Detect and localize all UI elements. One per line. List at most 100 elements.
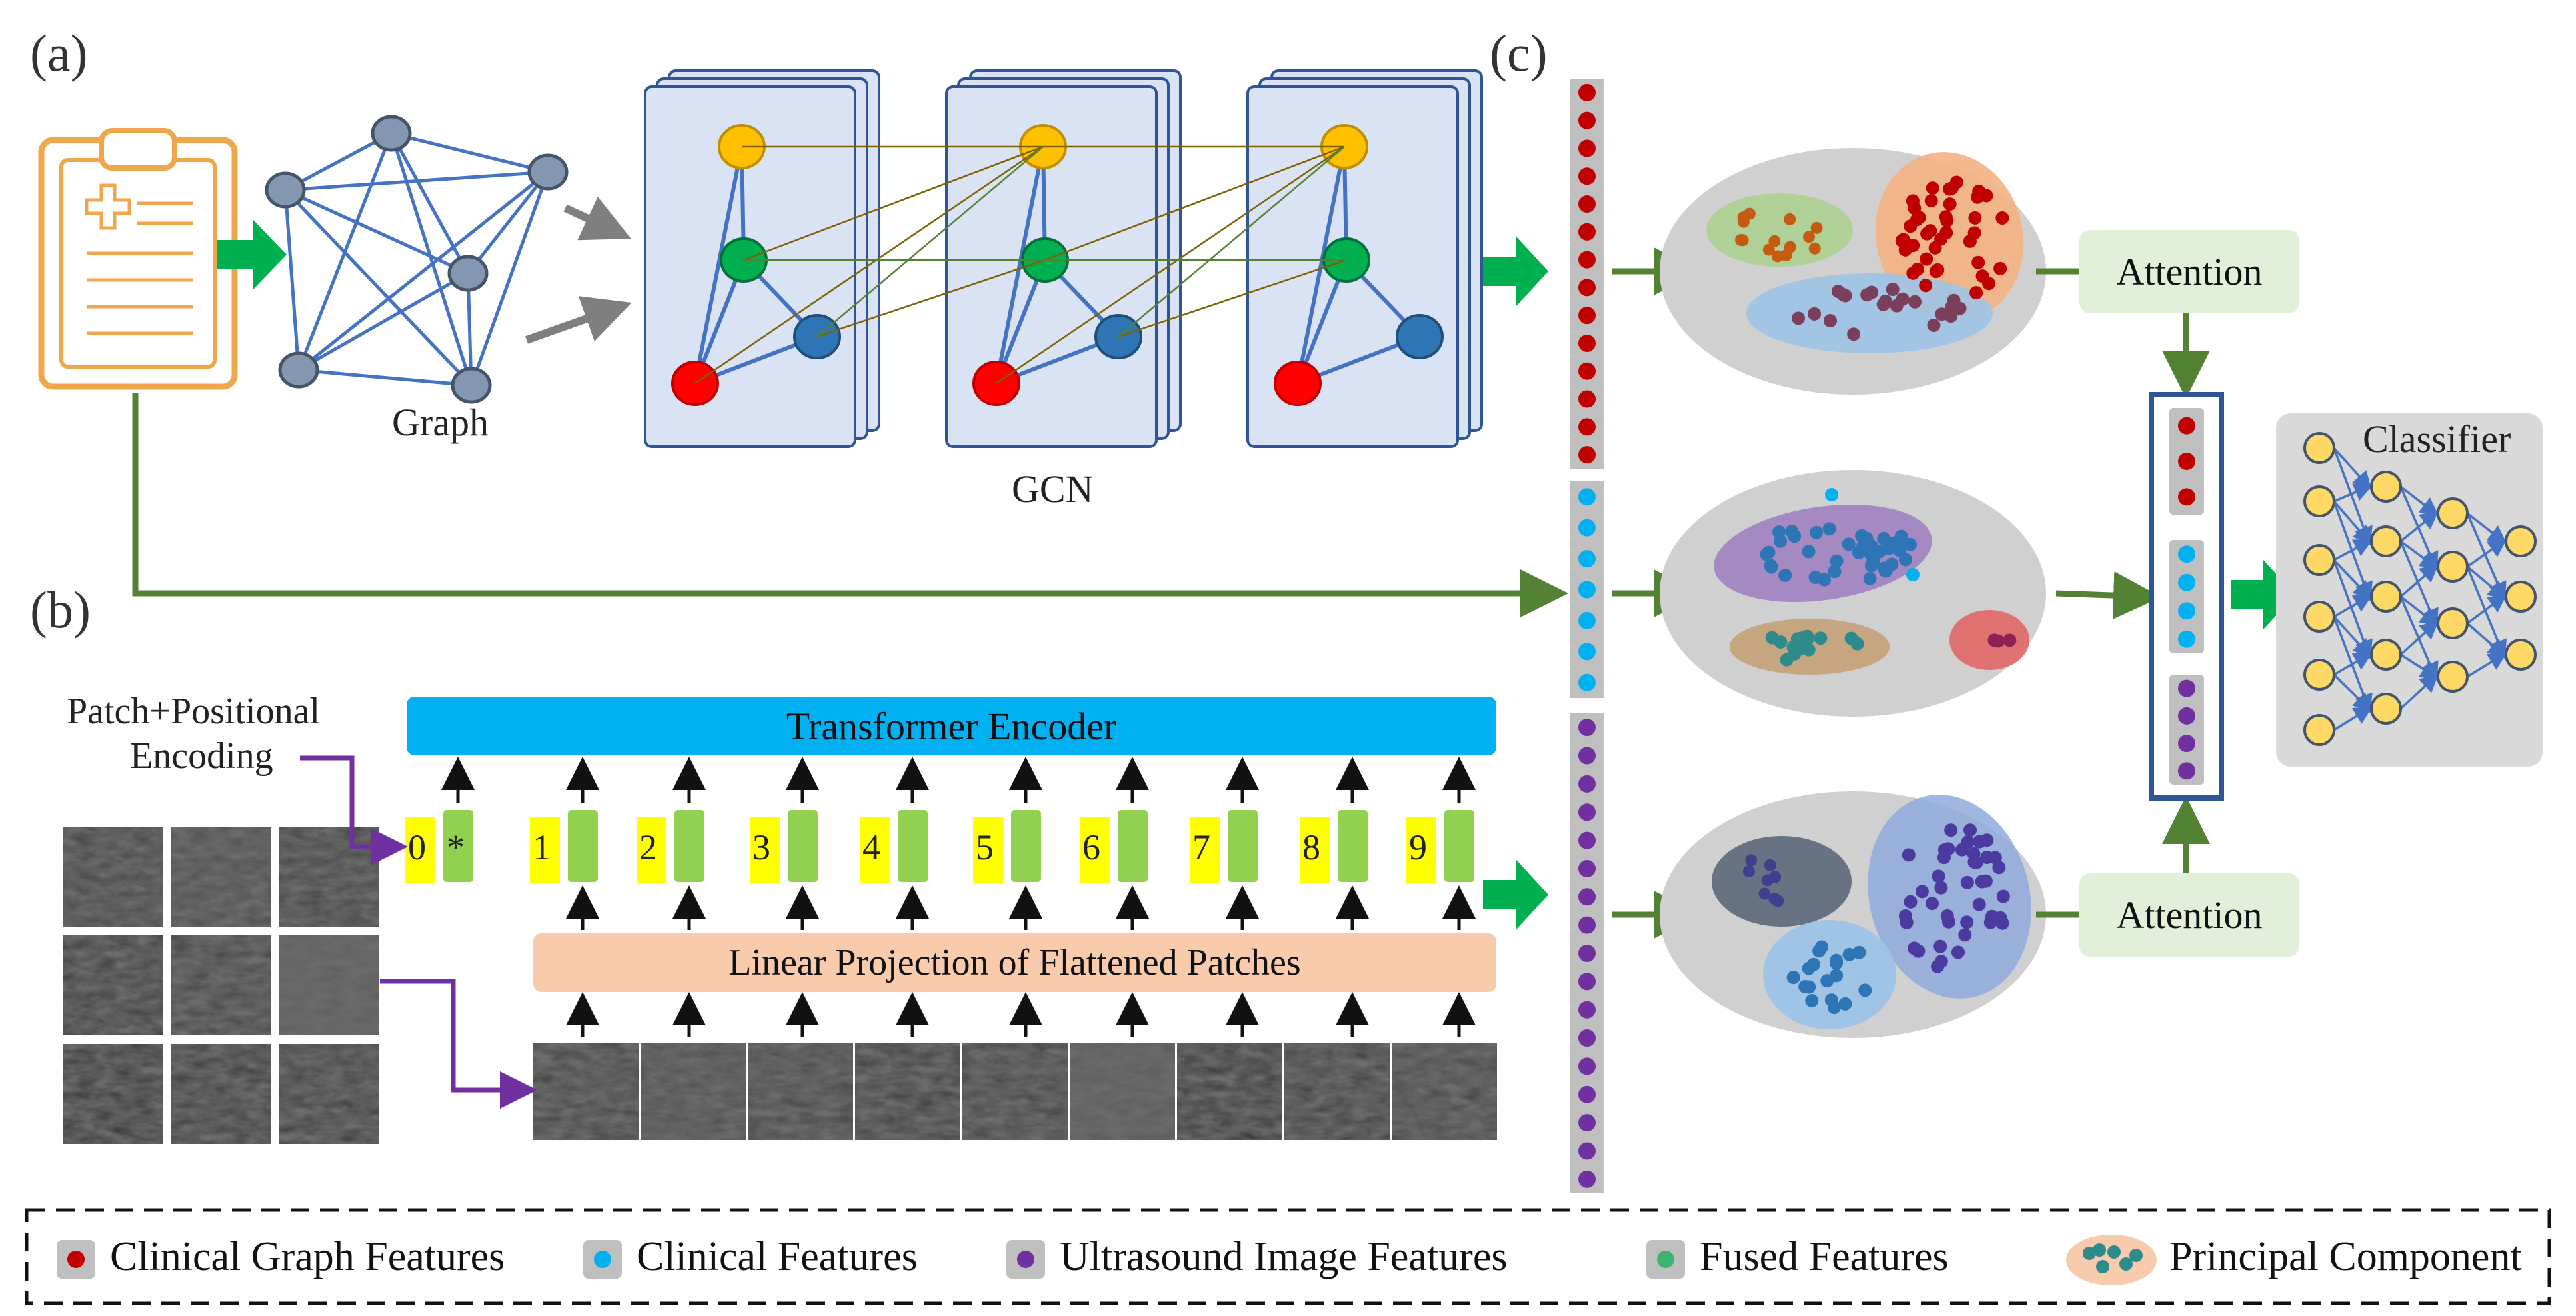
token-sequence	[405, 757, 1476, 1037]
cluster-point	[1824, 993, 1838, 1007]
clipboard-icon	[38, 128, 238, 390]
token-position	[1300, 817, 1330, 883]
cluster-point	[1876, 297, 1890, 311]
sequence-patch-texture	[855, 1043, 960, 1140]
ultrasound-feature-dot	[1578, 1170, 1596, 1188]
cluster-point	[1958, 928, 1972, 942]
token-position	[530, 817, 560, 883]
cluster-point	[1805, 993, 1819, 1007]
gcn-node	[1274, 361, 1322, 406]
classifier-neuron	[2303, 544, 2335, 576]
cluster-point	[1941, 842, 1955, 856]
graph-nodes	[265, 115, 569, 404]
graph	[283, 131, 550, 387]
cluster-point	[1906, 568, 1920, 581]
token-embedding	[568, 810, 598, 882]
legend-principal-dot	[2107, 1245, 2121, 1259]
patch-positional-label: Patch+Positional	[67, 691, 321, 732]
cluster-point	[1802, 643, 1816, 657]
fused-dot	[2178, 679, 2195, 697]
cluster-point	[1822, 522, 1836, 536]
token-position	[750, 817, 780, 883]
token-embedding	[1338, 810, 1368, 882]
classifier-edge	[2399, 510, 2439, 543]
classifier-neuron	[2303, 714, 2335, 746]
clinical-graph-feature-dot	[1578, 195, 1596, 213]
legend-principal-dot	[2129, 1249, 2143, 1262]
gcn-link	[816, 146, 1044, 337]
classifier-neuron	[2505, 639, 2537, 671]
cluster-point	[1947, 293, 1961, 307]
cluster-point	[1945, 181, 1959, 195]
legend-icons	[57, 1235, 2157, 1285]
cluster-point	[1769, 871, 1782, 883]
classifier-neuron	[2505, 525, 2537, 557]
cluster-point	[1855, 529, 1869, 543]
attention-label-bottom: Attention	[2116, 893, 2263, 937]
legend-principal-dot	[2093, 1243, 2106, 1257]
classifier-edge	[2333, 673, 2372, 712]
ultrasound-feature-dot	[1578, 803, 1596, 821]
sequence-patch-texture	[962, 1043, 1068, 1140]
clinical-graph-feature-dot	[1578, 279, 1596, 297]
fused-column	[2169, 408, 2204, 785]
cluster-point	[1842, 537, 1856, 551]
classifier-neuron	[2370, 525, 2402, 557]
cluster-point	[1842, 947, 1856, 961]
cluster-point	[1931, 959, 1945, 973]
token-position	[637, 817, 666, 883]
transformer-encoder-bar	[407, 697, 1496, 755]
cluster-point	[1919, 279, 1933, 293]
token-number: 4	[862, 827, 880, 867]
cluster-point	[1762, 545, 1776, 559]
ultrasound-feature-dot	[1578, 1001, 1596, 1019]
fused-segment	[2169, 540, 2204, 653]
fused-dot	[2178, 545, 2195, 563]
token-embedding	[443, 810, 473, 882]
green-block-arrow	[217, 220, 287, 289]
classifier-neuron	[2303, 432, 2335, 464]
classifier-edge	[2399, 485, 2439, 517]
cluster-point	[1983, 915, 1997, 929]
token-embedding	[1011, 810, 1041, 882]
legend-label-clinical: Clinical Features	[637, 1234, 918, 1279]
principal-component	[1714, 504, 1932, 603]
cluster-point	[1838, 997, 1852, 1011]
fused-dot	[2178, 453, 2195, 470]
classifier-edge	[2466, 512, 2507, 545]
clinical-feature-dot	[1578, 611, 1596, 629]
cluster-point	[1969, 286, 1983, 300]
cluster-point	[1823, 314, 1837, 328]
token-embedding	[1118, 810, 1148, 882]
cluster-point	[1858, 983, 1872, 997]
classifier-neuron	[2370, 639, 2402, 671]
ultrasound-feature-dot	[1578, 888, 1596, 906]
cluster-point	[1906, 194, 1920, 208]
classifier-neuron	[2303, 485, 2335, 517]
cluster-point	[1798, 980, 1812, 994]
classifier-label: Classifier	[2363, 417, 2511, 461]
token-embedding	[788, 810, 818, 882]
legend-dot	[594, 1251, 611, 1268]
cluster-point	[1802, 545, 1816, 559]
cluster-point	[1863, 571, 1877, 585]
cluster-point	[1771, 250, 1784, 263]
classifier-edge	[2467, 652, 2507, 678]
sequence-patch-texture	[1284, 1043, 1390, 1140]
gcn-link	[1044, 145, 1345, 261]
cluster-point	[1926, 181, 1939, 195]
clinical-graph-feature-dot	[1578, 446, 1596, 464]
ultrasound-feature-dot	[1578, 1114, 1596, 1132]
cluster-point	[1764, 859, 1776, 871]
fused-dot	[2178, 707, 2195, 725]
fused-dot	[2178, 735, 2195, 753]
clinical-graph-feature-dot	[1578, 362, 1596, 380]
cluster-point	[1890, 299, 1904, 313]
classifier-edge	[2399, 673, 2439, 710]
ultrasound-feature-dot	[1578, 719, 1596, 737]
cluster-point	[1975, 269, 1989, 283]
classifier-neuron	[2370, 581, 2402, 613]
linear-projection-bar	[533, 933, 1496, 992]
token-number: 3	[752, 827, 770, 867]
classifier-edge	[2333, 500, 2372, 545]
